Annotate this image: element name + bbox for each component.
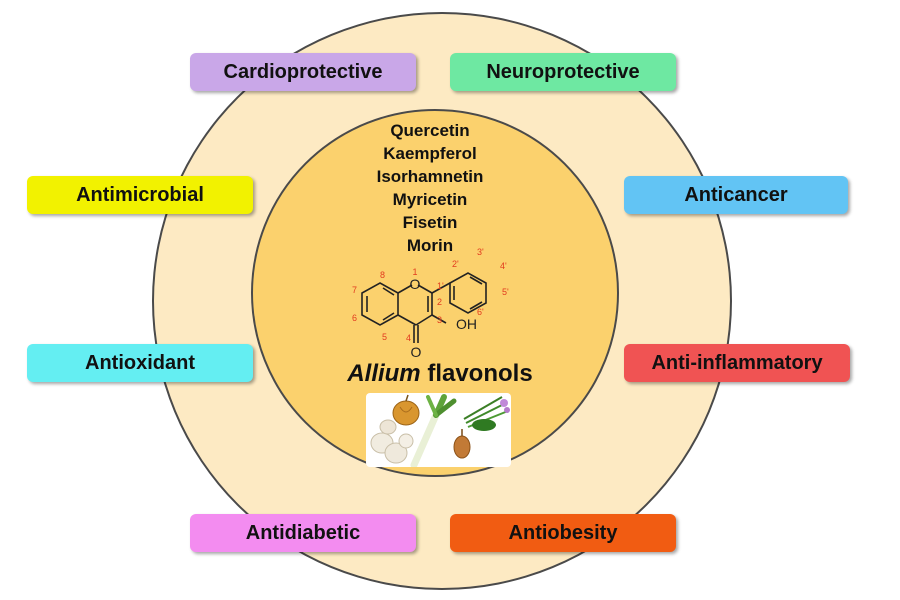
atom-number: 4	[406, 333, 411, 343]
shallot-icon	[453, 429, 471, 459]
allium-vegetables-image	[366, 393, 511, 467]
onion-icon	[392, 394, 420, 426]
structure-atoms: O O OH	[410, 276, 477, 360]
atom-number: 2	[437, 297, 442, 307]
compound-name: Morin	[406, 236, 454, 255]
flavonol-structure: O O OH 1 2 3 4 5 6 7 8 1' 2' 3' 4' 5' 6'	[352, 247, 509, 360]
compound-list: Quercetin Kaempferol Isorhamnetin Myrice…	[330, 119, 530, 257]
compound-name: Isorhamnetin	[376, 167, 484, 186]
atom-number: 8	[380, 270, 385, 280]
atom-number: 3'	[477, 247, 484, 257]
carbonyl-oxygen-label: O	[411, 344, 422, 360]
center-title: Allium flavonols	[300, 360, 580, 388]
compound-name: Fisetin	[402, 213, 458, 232]
atom-number: 7	[352, 285, 357, 295]
allium-illustration	[370, 394, 510, 467]
atom-number: 2'	[452, 259, 459, 269]
activity-anti-inflammatory: Anti-inflammatory	[624, 344, 850, 382]
atom-numbers: 1 2 3 4 5 6 7 8 1' 2' 3' 4' 5' 6'	[352, 247, 509, 343]
activity-antioxidant: Antioxidant	[27, 344, 253, 382]
structure-bonds	[361, 272, 487, 343]
chives-icon	[463, 396, 510, 431]
hydroxyl-label: OH	[456, 316, 477, 332]
compound-name: Myricetin	[392, 190, 468, 209]
atom-number: 3	[437, 315, 442, 325]
atom-number: 6	[352, 313, 357, 323]
garlic-icon	[370, 419, 414, 464]
atom-number: 1	[412, 267, 417, 277]
activity-anticancer: Anticancer	[624, 176, 848, 214]
leek-icon	[410, 394, 457, 467]
center-title-rest: flavonols	[427, 360, 533, 387]
atom-number: 1'	[437, 281, 444, 291]
compound-name: Kaempferol	[383, 144, 477, 163]
atom-number: 4'	[500, 261, 507, 271]
atom-number: 5	[382, 332, 387, 342]
activity-antimicrobial: Antimicrobial	[27, 176, 253, 214]
center-title-genus: Allium	[347, 360, 421, 387]
activity-antidiabetic: Antidiabetic	[190, 514, 416, 552]
compound-name: Quercetin	[390, 121, 470, 140]
ring-oxygen-label: O	[410, 276, 421, 292]
activity-neuroprotective: Neuroprotective	[450, 53, 676, 91]
atom-number: 6'	[477, 307, 484, 317]
activity-cardioprotective: Cardioprotective	[190, 53, 416, 91]
activity-antiobesity: Antiobesity	[450, 514, 676, 552]
atom-number: 5'	[502, 287, 509, 297]
